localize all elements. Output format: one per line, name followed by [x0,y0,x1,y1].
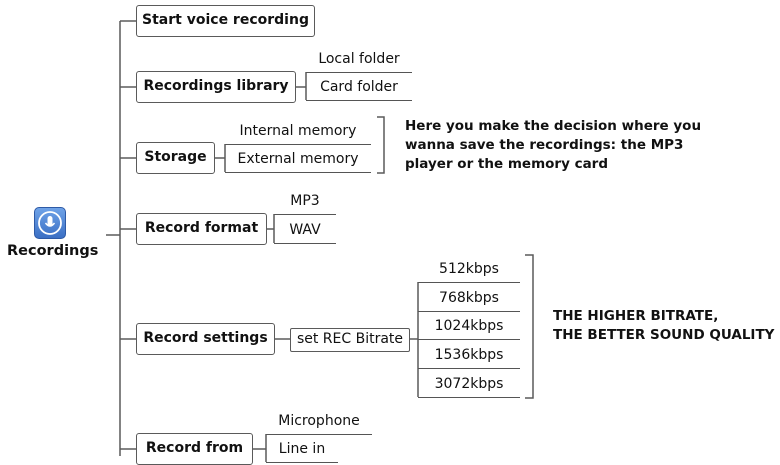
storage-note-line: Here you make the decision where you [405,118,702,134]
bitrate-note: THE HIGHER BITRATE, THE BETTER SOUND QUA… [553,307,774,345]
leaf-bitrate-3072[interactable]: 3072kbps [418,372,520,398]
leaf-local-folder[interactable]: Local folder [306,47,412,73]
bitrate-note-line: THE HIGHER BITRATE, [553,308,719,324]
node-record-settings[interactable]: Record settings [136,323,275,355]
storage-note: Here you make the decision where you wan… [405,117,701,174]
leaf-bitrate-1024[interactable]: 1024kbps [418,314,520,340]
leaf-microphone[interactable]: Microphone [266,409,372,435]
leaf-mp3[interactable]: MP3 [274,189,336,215]
storage-note-line: player or the memory card [405,156,609,172]
bitrate-note-line: THE BETTER SOUND QUALITY [553,327,775,343]
node-start-voice-recording[interactable]: Start voice recording [136,5,315,37]
leaf-line-in[interactable]: Line in [266,437,338,463]
leaf-wav[interactable]: WAV [274,218,336,244]
leaf-internal-memory[interactable]: Internal memory [225,119,371,145]
node-record-format[interactable]: Record format [136,213,267,245]
root-label: Recordings [7,243,99,259]
leaf-bitrate-768[interactable]: 768kbps [418,286,520,312]
node-set-rec-bitrate[interactable]: set REC Bitrate [290,328,410,352]
leaf-card-folder[interactable]: Card folder [306,75,412,101]
leaf-external-memory[interactable]: External memory [225,147,371,173]
leaf-bitrate-512[interactable]: 512kbps [418,257,520,283]
node-storage[interactable]: Storage [136,142,215,174]
node-record-from[interactable]: Record from [136,433,253,465]
microphone-icon [34,207,66,239]
leaf-bitrate-1536[interactable]: 1536kbps [418,343,520,369]
node-recordings-library[interactable]: Recordings library [136,71,296,103]
storage-note-line: wanna save the recordings: the MP3 [405,137,684,153]
